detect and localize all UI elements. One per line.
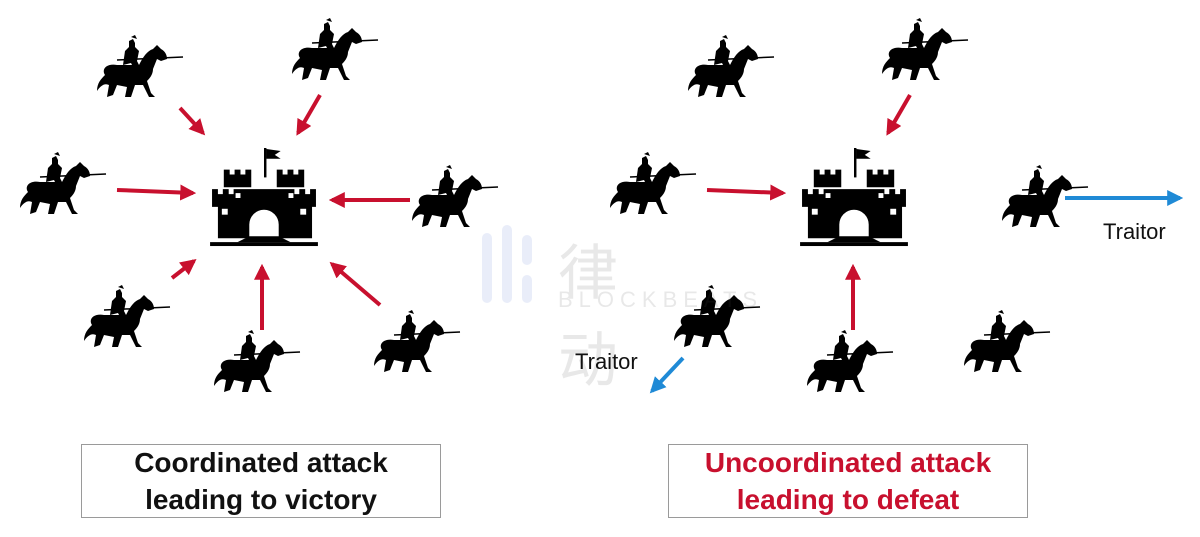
knight-icon: [291, 18, 379, 81]
caption-line: leading to defeat: [736, 484, 960, 515]
knight-icon: [83, 285, 171, 348]
right-panel: [609, 18, 1184, 394]
traitor-arrows: [649, 190, 1184, 394]
traitor-label-right: Traitor: [1103, 219, 1166, 244]
attack-arrow: [329, 261, 382, 307]
castle-icon: [800, 148, 908, 247]
attack-arrow: [706, 184, 787, 201]
knight-icon: [963, 310, 1051, 373]
knight-icon: [881, 18, 969, 81]
traitor-label-left: Traitor: [575, 349, 638, 374]
attack-arrow: [116, 184, 197, 201]
knight-icon: [609, 152, 697, 215]
caption-coordinated: Coordinated attack leading to victory: [81, 444, 441, 518]
attack-arrow: [178, 106, 206, 136]
attack-arrow: [296, 93, 322, 136]
knight-icon: [806, 330, 894, 393]
castle-icon: [210, 148, 318, 247]
watermark: 律动 BLOCKBEATS: [480, 225, 757, 396]
knight-icon: [411, 165, 499, 228]
knight-icon: [96, 35, 184, 98]
knight-icon: [19, 152, 107, 215]
attack-arrows: [116, 93, 410, 330]
knight-icon: [687, 35, 775, 98]
caption-line: leading to victory: [145, 484, 377, 515]
watermark-cn: 律动: [558, 239, 620, 396]
knight-icon: [373, 310, 461, 373]
caption-uncoordinated: Uncoordinated attack leading to defeat: [668, 444, 1028, 518]
caption-line: Uncoordinated attack: [704, 447, 992, 478]
watermark-en: BLOCKBEATS: [558, 287, 764, 312]
knight-icon: [213, 330, 301, 393]
traitor-arrow: [649, 356, 685, 394]
attack-arrow: [886, 93, 912, 136]
watermark-logo-icon: [482, 225, 532, 303]
left-panel: [19, 18, 499, 393]
attack-arrow: [170, 259, 197, 280]
caption-line: Coordinated attack: [134, 447, 388, 478]
attack-arrows: [706, 93, 912, 330]
